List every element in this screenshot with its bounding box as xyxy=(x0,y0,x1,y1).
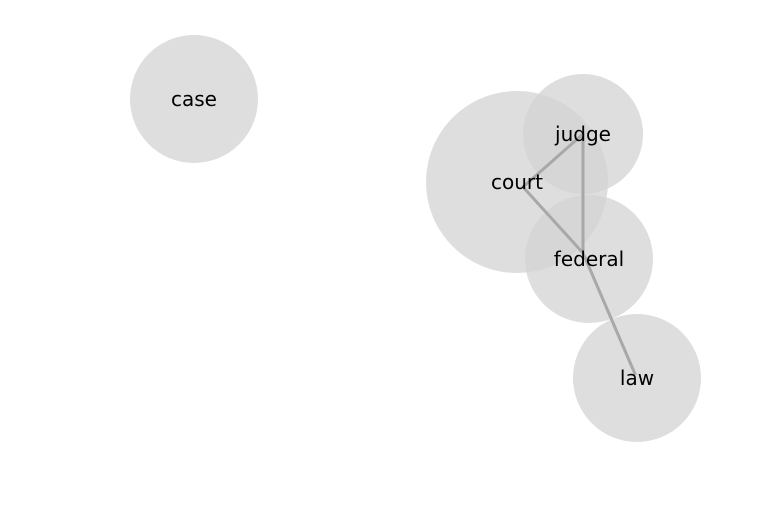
node-label-federal: federal xyxy=(554,247,624,271)
node-label-case: case xyxy=(171,87,217,111)
edge-layer xyxy=(521,132,637,376)
node-layer xyxy=(130,35,701,442)
label-layer: case court judge federal law xyxy=(171,87,654,390)
node-circle-federal xyxy=(525,195,653,323)
node-circle-law xyxy=(573,314,701,442)
node-label-court: court xyxy=(491,170,543,194)
edge-court-judge xyxy=(521,132,585,189)
edge-court-federal xyxy=(521,185,585,255)
node-label-law: law xyxy=(620,366,654,390)
node-label-judge: judge xyxy=(554,122,611,146)
edge-federal-law xyxy=(581,251,637,376)
node-circle-case xyxy=(130,35,258,163)
